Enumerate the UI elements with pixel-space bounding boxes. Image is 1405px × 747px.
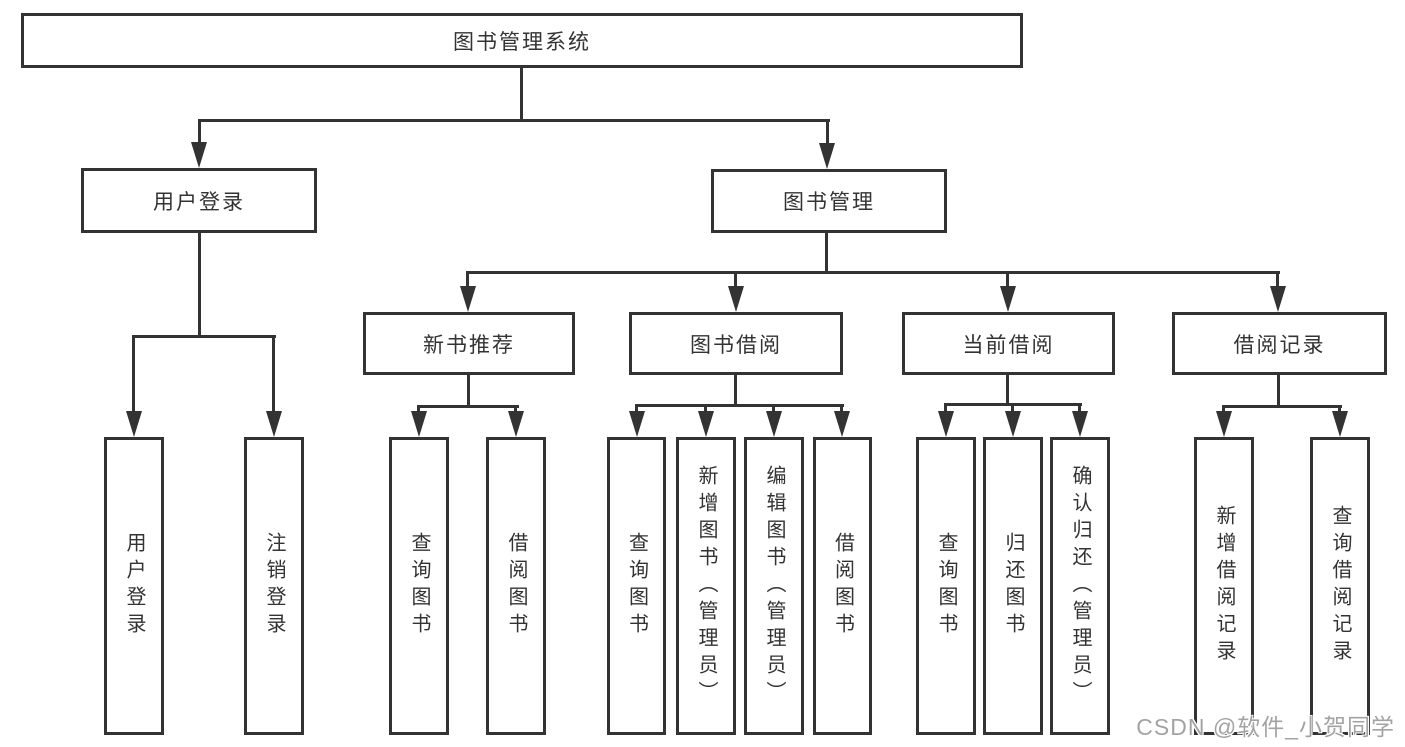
leaf-add-borrow-record: 新增借阅记录 — [1194, 437, 1254, 735]
connector-line — [704, 404, 707, 414]
node-user-login: 用户登录 — [81, 168, 317, 233]
node-root-label: 图书管理系统 — [453, 30, 591, 54]
connector-line — [198, 119, 830, 122]
connector-line — [1011, 403, 1014, 414]
connector-line — [467, 375, 470, 408]
leaf-query-books-recommend-label: 查询图书 — [408, 532, 430, 640]
node-book-borrow: 图书借阅 — [629, 312, 843, 375]
arrowhead-down-icon — [1005, 411, 1021, 437]
node-borrow-records-label: 借阅记录 — [1233, 333, 1326, 357]
connector-line — [132, 335, 276, 338]
connector-line — [520, 67, 523, 122]
connector-line — [1276, 271, 1279, 288]
leaf-borrow-books-borrow-label: 借阅图书 — [831, 532, 854, 640]
leaf-edit-book-admin: 编辑图书（管理员） — [744, 437, 804, 735]
leaf-add-book-admin: 新增图书（管理员） — [676, 437, 736, 735]
connector-line — [1006, 375, 1009, 406]
node-user-login-label: 用户登录 — [153, 190, 245, 214]
connector-line — [417, 405, 420, 414]
connector-line — [132, 335, 135, 413]
leaf-borrow-books-recommend-label: 借阅图书 — [505, 532, 527, 640]
connector-line — [734, 271, 737, 288]
connector-line — [1277, 375, 1280, 408]
connector-line — [1222, 405, 1225, 414]
leaf-user-login: 用户登录 — [104, 437, 164, 735]
leaf-return-books-label: 归还图书 — [1002, 532, 1024, 640]
arrowhead-down-icon — [766, 411, 782, 437]
arrowhead-down-icon — [460, 286, 476, 312]
node-current-borrow: 当前借阅 — [902, 312, 1115, 375]
leaf-query-borrow-record-label: 查询借阅记录 — [1329, 505, 1351, 667]
arrowhead-down-icon — [508, 411, 524, 437]
connector-line — [635, 404, 638, 414]
node-book-management-label: 图书管理 — [783, 191, 875, 214]
node-current-borrow-label: 当前借阅 — [962, 333, 1055, 357]
leaf-query-books-current-label: 查询图书 — [935, 532, 957, 640]
arrowhead-down-icon — [819, 143, 835, 169]
connector-line — [1006, 271, 1009, 288]
leaf-borrow-books-borrow: 借阅图书 — [813, 437, 872, 735]
connector-line — [840, 404, 843, 414]
connector-line — [944, 403, 947, 414]
arrowhead-down-icon — [1332, 411, 1348, 437]
connector-line — [514, 405, 517, 414]
arrowhead-down-icon — [1270, 286, 1286, 312]
connector-line — [825, 233, 828, 274]
node-new-book-recommend-label: 新书推荐 — [423, 333, 515, 357]
arrowhead-down-icon — [1000, 286, 1016, 312]
leaf-borrow-books-recommend: 借阅图书 — [486, 437, 546, 735]
node-new-book-recommend: 新书推荐 — [363, 312, 575, 375]
node-borrow-records: 借阅记录 — [1172, 312, 1387, 375]
arrowhead-down-icon — [191, 142, 207, 168]
connector-line — [466, 271, 1280, 274]
leaf-user-login-label: 用户登录 — [123, 532, 145, 640]
connector-line — [1338, 405, 1341, 414]
connector-line — [635, 404, 844, 407]
arrowhead-down-icon — [1072, 411, 1088, 437]
leaf-query-borrow-record: 查询借阅记录 — [1310, 437, 1370, 735]
leaf-query-books-borrow: 查询图书 — [607, 437, 666, 735]
connector-line — [272, 335, 275, 413]
connector-line — [1222, 405, 1342, 408]
connector-line — [1078, 403, 1081, 414]
arrowhead-down-icon — [1216, 411, 1232, 437]
arrowhead-down-icon — [266, 411, 282, 437]
connector-line — [198, 119, 201, 145]
arrowhead-down-icon — [698, 411, 714, 437]
leaf-query-books-recommend: 查询图书 — [389, 437, 449, 735]
leaf-query-books-current: 查询图书 — [916, 437, 976, 735]
node-book-management: 图书管理 — [711, 169, 947, 233]
leaf-confirm-return-admin: 确认归还（管理员） — [1050, 437, 1110, 735]
connector-line — [466, 271, 469, 288]
arrowhead-down-icon — [834, 411, 850, 437]
connector-line — [198, 233, 201, 337]
leaf-edit-book-admin-label: 编辑图书（管理员） — [763, 464, 785, 708]
leaf-add-book-admin-label: 新增图书（管理员） — [695, 464, 717, 708]
leaf-query-books-borrow-label: 查询图书 — [625, 532, 648, 640]
arrowhead-down-icon — [938, 411, 954, 437]
leaf-logout-label: 注销登录 — [263, 532, 285, 640]
node-root: 图书管理系统 — [21, 13, 1023, 68]
node-book-borrow-label: 图书借阅 — [690, 333, 782, 357]
connector-line — [826, 119, 829, 146]
connector-line — [417, 405, 519, 408]
csdn-watermark: CSDN @软件_小贺同学 — [1136, 714, 1395, 740]
leaf-confirm-return-admin-label: 确认归还（管理员） — [1069, 464, 1091, 708]
leaf-logout: 注销登录 — [244, 437, 304, 735]
leaf-return-books: 归还图书 — [983, 437, 1043, 735]
connector-line — [772, 404, 775, 414]
arrowhead-down-icon — [126, 411, 142, 437]
connector-line — [734, 375, 737, 407]
arrowhead-down-icon — [411, 411, 427, 437]
arrowhead-down-icon — [629, 411, 645, 437]
arrowhead-down-icon — [728, 286, 744, 312]
leaf-add-borrow-record-label: 新增借阅记录 — [1213, 505, 1235, 667]
